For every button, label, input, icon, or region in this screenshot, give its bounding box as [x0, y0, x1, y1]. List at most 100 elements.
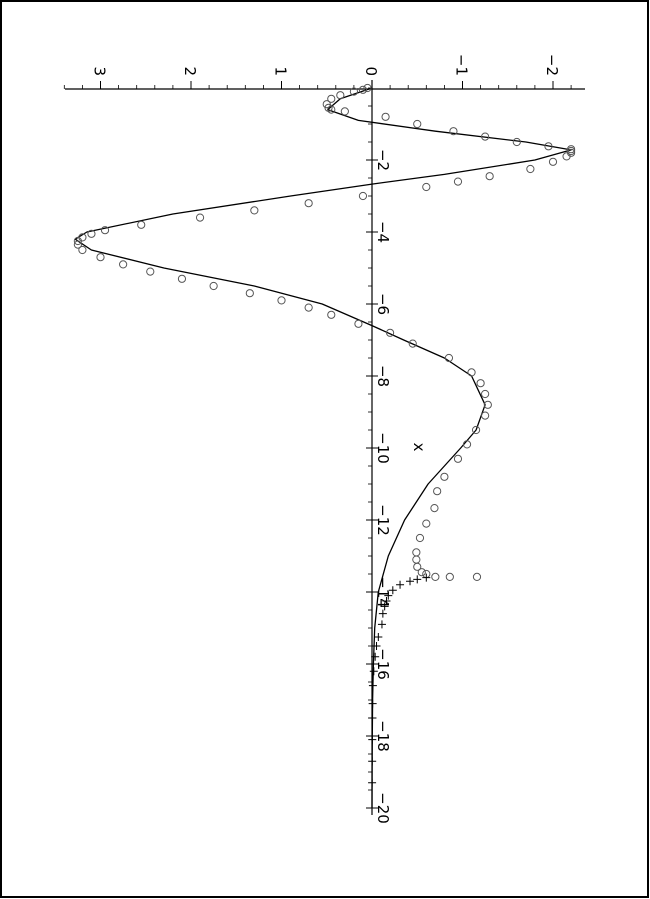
y-tick-label: 0 [362, 66, 380, 76]
circle-marker [336, 91, 345, 100]
circle-marker [462, 440, 472, 449]
circle-marker [327, 105, 336, 114]
circle-marker [481, 132, 490, 141]
x-tick-label: −12 [374, 504, 392, 536]
x-tick-label: −16 [374, 648, 392, 680]
x-tick-label: −14 [374, 576, 392, 608]
cross-marker [372, 642, 381, 650]
y-tick-label: 1 [272, 66, 290, 76]
circle-marker [327, 94, 336, 103]
plot-marks [73, 83, 576, 812]
circle-marker [408, 339, 417, 348]
circle-marker [87, 229, 96, 238]
cross-marker [368, 804, 376, 812]
circle-marker [440, 472, 449, 481]
circle-marker [100, 226, 110, 235]
y-tick-label: −2 [543, 54, 561, 76]
circle-marker [304, 303, 313, 312]
cross-marker [368, 735, 377, 744]
cross-marker [368, 778, 377, 787]
circle-marker [467, 368, 476, 377]
circle-marker [471, 425, 481, 435]
circle-marker [78, 245, 87, 255]
circle-marker [349, 87, 358, 96]
cross-marker [374, 633, 383, 641]
circle-marker [250, 206, 259, 215]
cross-marker [377, 620, 386, 629]
x-tick-label: −4 [374, 221, 392, 243]
circle-marker [544, 142, 553, 151]
circle-marker [304, 199, 313, 208]
x-tick-label: −20 [374, 792, 392, 824]
circle-marker [453, 177, 463, 186]
cross-marker [380, 602, 389, 611]
circle-marker [195, 213, 205, 222]
cross-marker [396, 580, 405, 589]
circle-marker [415, 533, 425, 543]
cross-marker [378, 609, 387, 618]
circle-marker [363, 83, 372, 93]
x-axis-label: x [410, 443, 428, 452]
circle-marker [386, 328, 395, 337]
cross-marker [382, 597, 391, 605]
circle-marker [73, 240, 82, 249]
cross-marker [368, 757, 377, 766]
y-tick-label: 2 [181, 66, 199, 76]
circle-marker [431, 572, 440, 581]
cross-marker [422, 573, 431, 582]
y-tick-label: −1 [453, 54, 471, 76]
circle-marker [422, 519, 431, 528]
circle-marker [433, 487, 442, 496]
cross-marker [368, 714, 377, 722]
circle-marker [481, 411, 490, 420]
circle-marker [354, 319, 363, 328]
circle-marker [358, 85, 368, 94]
cross-marker [368, 699, 377, 708]
cross-marker [368, 681, 377, 690]
cross-marker [406, 577, 415, 586]
circle-marker [413, 119, 422, 129]
circle-marker [277, 296, 286, 305]
circle-marker [483, 400, 492, 409]
circle-marker [476, 379, 485, 388]
circle-marker [413, 562, 422, 571]
circle-marker [453, 454, 463, 463]
cross-marker [384, 591, 393, 600]
circle-marker [119, 260, 128, 269]
circle-marker [481, 389, 490, 399]
cross-marker [413, 575, 422, 584]
circle-marker [73, 236, 82, 246]
circle-marker [358, 191, 368, 201]
circle-marker [526, 164, 535, 174]
cross-marker [371, 652, 380, 661]
circle-marker [512, 137, 521, 147]
cross-marker [388, 586, 397, 595]
circle-marker [472, 572, 482, 581]
x-tick-label: −6 [374, 293, 392, 315]
circle-marker [327, 310, 336, 319]
x-tick-label: −10 [374, 432, 392, 464]
y-tick-label: 3 [91, 66, 109, 76]
circle-marker [562, 152, 571, 161]
circle-marker [381, 112, 390, 121]
x-tick-label: −2 [374, 149, 392, 171]
curve-line [74, 87, 572, 809]
circle-marker [445, 572, 454, 581]
circle-marker [444, 353, 454, 363]
circle-marker [417, 568, 426, 577]
circle-marker [340, 107, 349, 116]
circle-marker [96, 253, 105, 262]
circle-marker [422, 182, 431, 192]
circle-marker [485, 172, 494, 181]
circle-marker [245, 289, 254, 298]
circle-marker [177, 274, 187, 283]
x-tick-label: −18 [374, 720, 392, 752]
circle-marker [548, 157, 558, 166]
cross-marker [369, 667, 378, 676]
circle-marker [137, 220, 146, 229]
circle-marker [146, 267, 155, 276]
circle-marker [430, 504, 439, 513]
